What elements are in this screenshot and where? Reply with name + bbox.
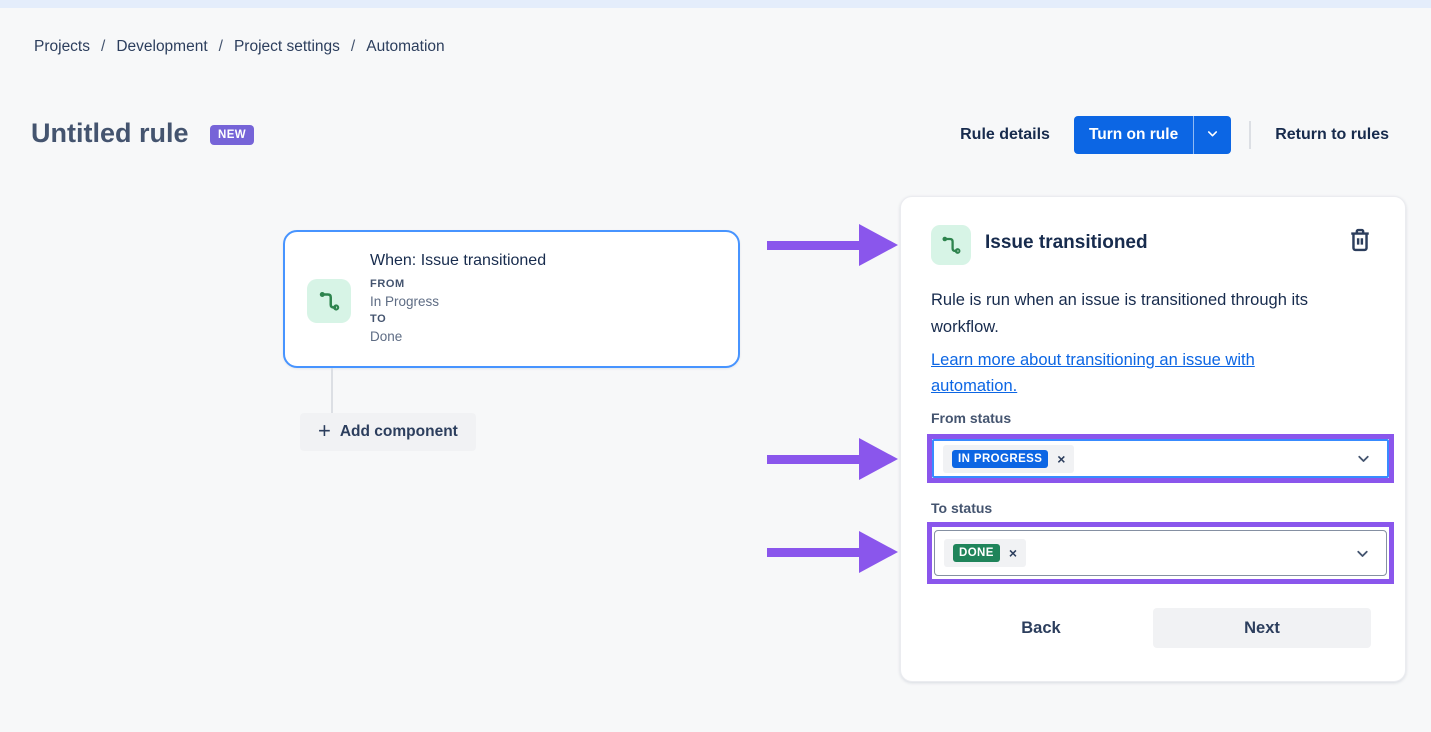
issue-transitioned-icon <box>307 279 351 323</box>
from-status-chip: IN PROGRESS × <box>943 444 1075 473</box>
new-badge: NEW <box>210 125 255 145</box>
to-status-select[interactable]: DONE × <box>934 530 1387 576</box>
turn-on-rule-split-button: Turn on rule <box>1073 116 1232 154</box>
delete-trigger-button[interactable] <box>1343 224 1377 258</box>
flow-connector-line <box>331 368 333 414</box>
turn-on-rule-dropdown-button[interactable] <box>1193 116 1232 154</box>
trigger-card[interactable]: When: Issue transitioned FROM In Progres… <box>283 230 740 368</box>
to-status-highlight: DONE × <box>927 522 1394 584</box>
issue-transitioned-icon <box>931 225 971 265</box>
trigger-card-title: When: Issue transitioned <box>370 252 547 269</box>
panel-description: Rule is run when an issue is transitione… <box>931 291 1308 336</box>
panel-title: Issue transitioned <box>985 232 1148 253</box>
rule-details-link[interactable]: Rule details <box>960 126 1050 143</box>
page-title: Untitled rule <box>31 118 189 148</box>
from-status-label: From status <box>931 410 1012 426</box>
annotation-arrow-header <box>767 224 898 266</box>
header-divider <box>1249 121 1252 149</box>
learn-more-link[interactable]: Learn more about transitioning an issue … <box>931 351 1255 395</box>
back-button[interactable]: Back <box>1001 609 1081 647</box>
breadcrumb-separator: / <box>218 38 223 55</box>
trigger-to-label: TO <box>370 313 387 325</box>
trash-icon <box>1346 226 1374 257</box>
done-lozenge: DONE <box>953 544 1000 562</box>
remove-icon[interactable]: × <box>1008 545 1018 561</box>
trigger-from-value: In Progress <box>370 294 440 309</box>
chevron-down-icon[interactable] <box>1354 545 1371 562</box>
trigger-config-panel: Issue transitioned Rule is run when an i… <box>900 196 1406 682</box>
breadcrumb-item-development[interactable]: Development <box>116 38 208 55</box>
plus-icon: + <box>318 418 331 443</box>
add-component-label: Add component <box>339 423 458 440</box>
chevron-down-icon <box>1205 126 1220 144</box>
annotation-arrow-to-status <box>767 531 898 573</box>
to-status-label: To status <box>931 500 993 516</box>
next-button[interactable]: Next <box>1153 608 1371 648</box>
breadcrumb-separator: / <box>350 38 356 55</box>
in-progress-lozenge: IN PROGRESS <box>952 449 1049 468</box>
breadcrumb: Projects / Development / Project setting… <box>34 38 445 56</box>
breadcrumb-item-projects[interactable]: Projects <box>34 38 90 55</box>
chevron-down-icon[interactable] <box>1355 450 1372 467</box>
top-strip <box>0 0 1431 8</box>
trigger-from-label: FROM <box>370 278 405 290</box>
to-status-chip: DONE × <box>944 539 1027 567</box>
breadcrumb-separator: / <box>101 38 106 55</box>
add-component-button[interactable]: + Add component <box>300 413 476 451</box>
breadcrumb-item-project-settings[interactable]: Project settings <box>233 38 340 55</box>
annotation-arrow-from-status <box>767 438 898 480</box>
turn-on-rule-button[interactable]: Turn on rule <box>1073 116 1194 154</box>
from-status-select[interactable]: IN PROGRESS × <box>932 439 1389 478</box>
trigger-to-value: Done <box>370 329 403 344</box>
remove-icon[interactable]: × <box>1057 450 1066 467</box>
header-actions: Rule details Turn on rule Return to rule… <box>954 116 1395 154</box>
breadcrumb-item-automation[interactable]: Automation <box>366 38 445 55</box>
return-to-rules-link[interactable]: Return to rules <box>1275 126 1389 143</box>
trigger-card-text: When: Issue transitioned FROM In Progres… <box>370 252 546 346</box>
from-status-highlight: IN PROGRESS × <box>927 434 1394 483</box>
